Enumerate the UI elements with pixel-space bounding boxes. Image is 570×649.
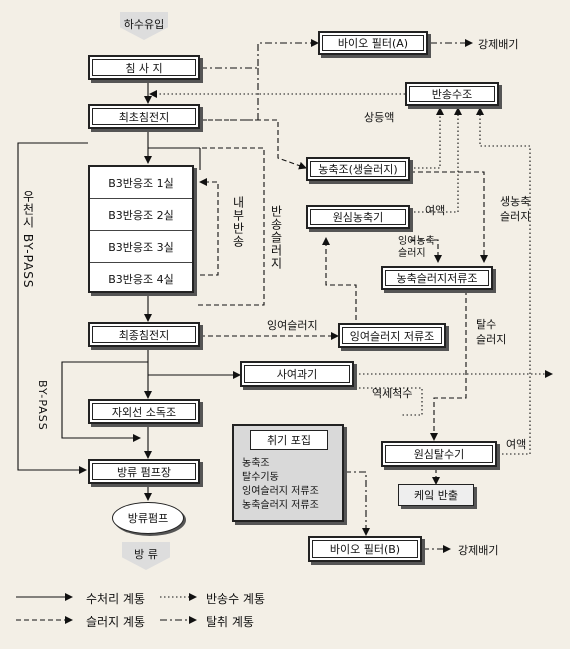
sludge-lines: [198, 119, 488, 485]
return-water-tank-box: 반송수조: [405, 82, 499, 106]
internal-return-label: 내부반송: [231, 196, 245, 248]
collection-item: 농축조: [242, 458, 270, 469]
rain-bypass-label: 우천시 BY-PASS: [21, 190, 35, 289]
legend-dashed-label: 슬러지 계통: [86, 615, 146, 629]
raw-thickened-sludge-label: 생농축 슬러지: [500, 195, 531, 223]
reactor-cell-3: B3반응조 3실: [90, 231, 192, 263]
overflow-label-1: 여액: [425, 204, 446, 217]
uv-disinfection-box: 자외선 소독조: [88, 399, 200, 424]
legend-dashdot-label: 탈취 계통: [206, 615, 254, 629]
legend-dotted-label: 반송수 계통: [206, 592, 266, 606]
excess-thickened-sludge-label: 잉여농축 슬러지: [398, 236, 435, 259]
reactor-cell-4: B3반응조 4실: [108, 272, 174, 286]
excess-sludge-storage-box: 잉여슬러지 저류조: [338, 323, 446, 348]
water-lines: [17, 80, 241, 501]
sand-filter-box: 사여과기: [240, 361, 354, 387]
exhaust-b-label: 강제배기: [458, 544, 499, 557]
final-clarifier-box: 최종침전지: [88, 322, 200, 347]
effluent-pump-node: 방류펌프: [112, 502, 184, 534]
excess-sludge-label: 잉여슬러지: [267, 319, 318, 332]
supernatant-label: 상등액: [364, 111, 395, 124]
grit-chamber-box: 침 사 지: [88, 55, 200, 80]
bio-filter-a-box: 바이오 필터(A): [318, 31, 428, 55]
reactor-cell-2: B3반응조 2실: [90, 199, 192, 231]
bypass-label: BY-PASS: [36, 380, 49, 431]
overflow-label-2: 여액: [506, 438, 527, 451]
b3-reactor-group: B3반응조 1실 B3반응조 2실 B3반응조 3실 B3반응조 4실: [88, 165, 194, 293]
backwash-label: 역세척수: [372, 387, 413, 400]
collection-item: 잉여슬러지 저류조: [242, 486, 319, 497]
odor-collection-title: 취기 포집: [250, 430, 328, 450]
dewatered-sludge-label: 탈수 슬러지: [476, 318, 507, 346]
thickener-box: 농축조(생슬러지): [306, 157, 410, 181]
legend-solid-label: 수처리 계통: [86, 592, 146, 606]
return-lines: [149, 90, 553, 455]
centrifugal-dewaterer-box: 원심탈수기: [381, 441, 497, 467]
odor-collection-box: 취기 포집 농축조 탈수기동 잉여슬러지 저류조 농축슬러지 저류조: [232, 424, 344, 522]
return-sludge-label: 반송슬러지: [269, 205, 283, 270]
bio-filter-b-box: 바이오 필터(B): [308, 536, 422, 562]
collection-item: 농축슬러지 저류조: [242, 500, 319, 511]
collection-item: 탈수기동: [242, 472, 279, 483]
centrifugal-thickener-box: 원심농축기: [306, 205, 410, 229]
thickened-sludge-storage-box: 농축슬러지저류조: [381, 266, 493, 290]
cake-out-box: 케잌 반출: [398, 484, 474, 506]
reactor-cell-1: B3반응조 1실: [90, 167, 192, 199]
effluent-pump-station-box: 방류 펌프장: [88, 459, 200, 484]
primary-clarifier-box: 최초침전지: [88, 104, 200, 129]
exhaust-a-label: 강제배기: [478, 38, 519, 51]
